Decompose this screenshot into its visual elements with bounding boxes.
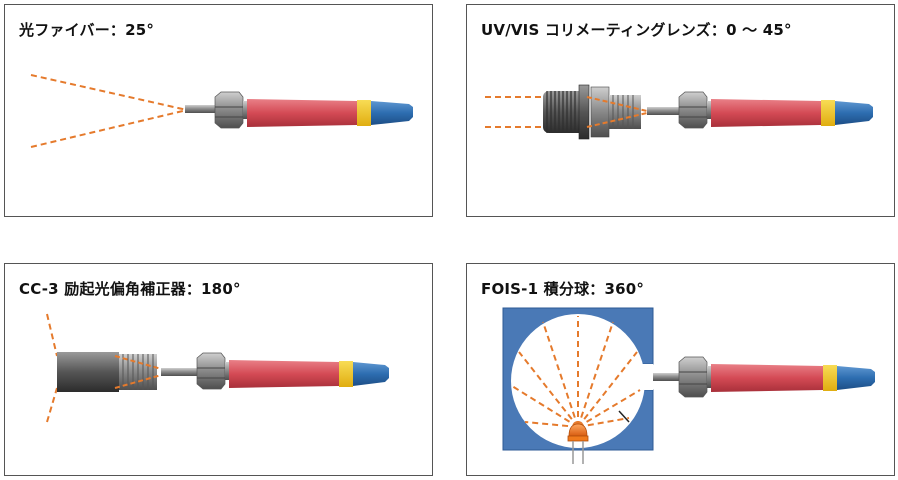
led-icon — [567, 423, 589, 464]
panel-title: UV/VIS コリメーティングレンズ：0 ～ 45° — [481, 21, 792, 39]
beam-parallel — [485, 96, 545, 128]
optical-fiber-diagram — [30, 74, 413, 148]
lens-body — [543, 84, 641, 140]
integrating-sphere-diagram — [502, 307, 875, 464]
cc3-corrector-diagram — [46, 313, 389, 423]
panel-title: 光ファイバー：25° — [19, 21, 155, 39]
panel-title: CC-3 励起光偏角補正器：180° — [19, 280, 241, 298]
beam-inner — [114, 355, 166, 389]
fiber-probe — [161, 352, 389, 390]
collimating-lens-diagram — [485, 84, 873, 140]
fiber-probe — [647, 91, 873, 129]
panel-optical-fiber: 光ファイバー：25° — [4, 4, 433, 217]
beam-180deg — [46, 313, 58, 423]
beam-focus — [586, 96, 648, 128]
reflection-rays — [511, 316, 641, 428]
fiber-probe — [185, 91, 413, 129]
panel-cc3-corrector: CC-3 励起光偏角補正器：180° — [4, 263, 433, 476]
panel-title: FOIS-1 積分球：360° — [481, 280, 645, 298]
panel-integrating-sphere: FOIS-1 積分球：360° — [466, 263, 895, 476]
beam-cone-25deg — [30, 74, 188, 148]
panel-collimating-lens: UV/VIS コリメーティングレンズ：0 ～ 45° — [466, 4, 895, 217]
fiber-probe — [653, 356, 875, 398]
cosine-corrector-body — [57, 352, 157, 392]
